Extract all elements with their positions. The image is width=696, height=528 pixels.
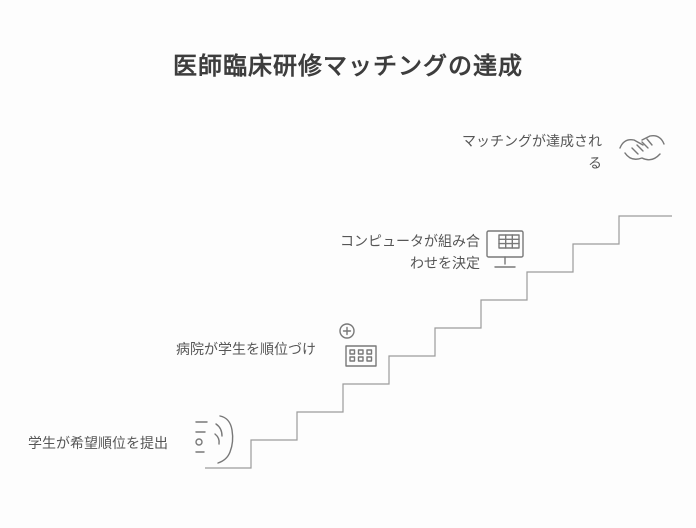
step-1-label-line: 学生が希望順位を提出: [28, 435, 168, 451]
step-2-label-line: 病院が学生を順位づけ: [176, 341, 316, 357]
step-3-label-line-1: コンピュータが組み合: [340, 233, 480, 249]
step-4-label: マッチングが達成され る: [462, 130, 602, 174]
staircase-line: [205, 215, 672, 469]
hand-list-icon: [190, 410, 244, 468]
step-4-label-line-2: る: [588, 155, 602, 171]
step-4-label-line-1: マッチングが達成され: [462, 133, 602, 149]
computer-icon: [482, 226, 528, 276]
hospital-icon: [336, 320, 384, 374]
step-1-label: 学生が希望順位を提出: [28, 432, 168, 454]
step-3-label: コンピュータが組み合 わせを決定: [340, 230, 480, 274]
step-2-label: 病院が学生を順位づけ: [176, 338, 316, 360]
handshake-icon: [616, 126, 668, 176]
page-title: 医師臨床研修マッチングの達成: [173, 53, 523, 80]
step-3-label-line-2: わせを決定: [410, 255, 480, 271]
